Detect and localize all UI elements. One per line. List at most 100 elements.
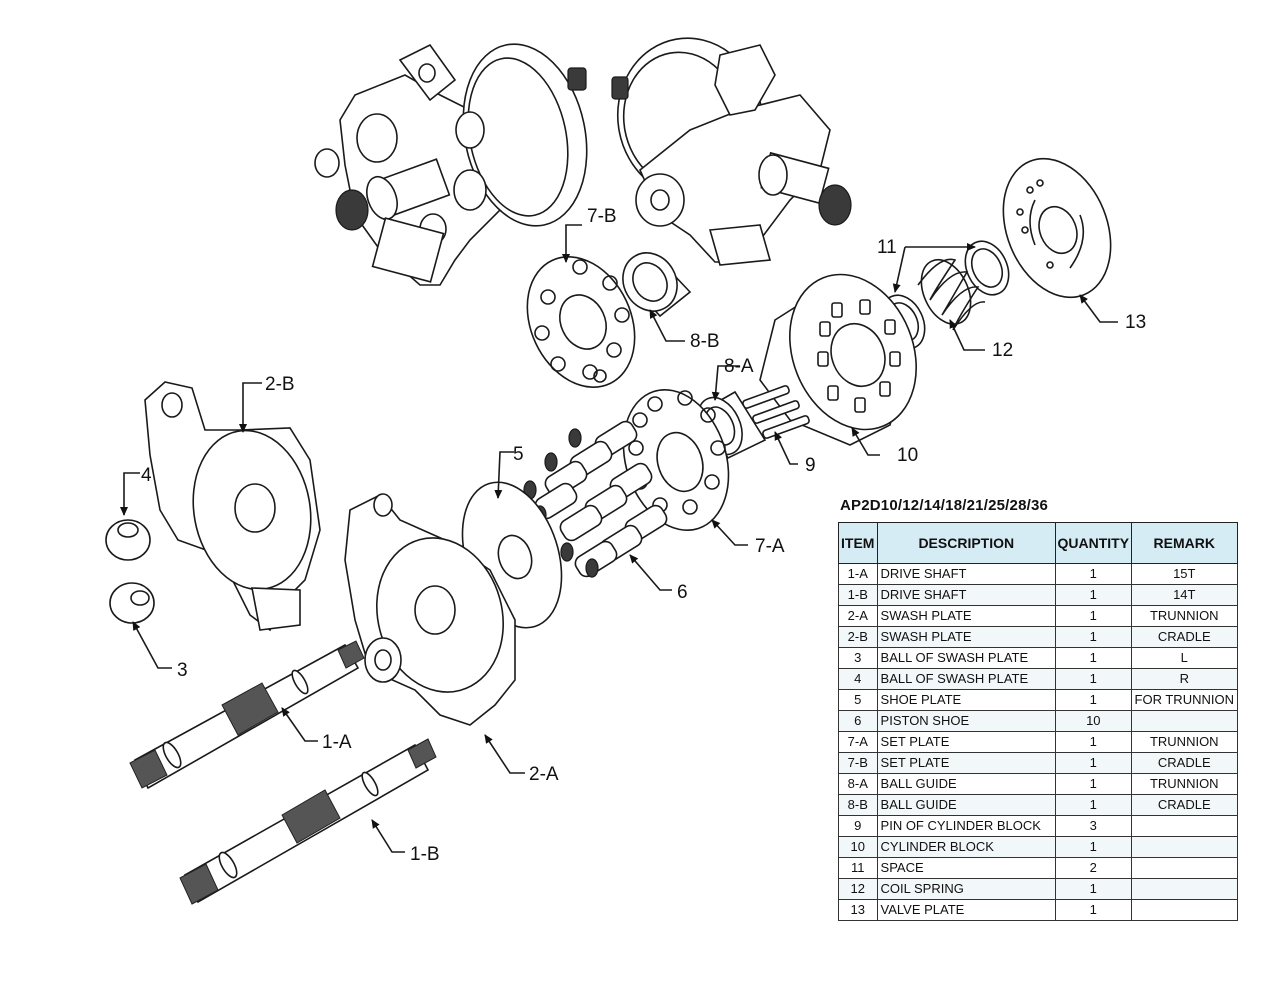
swash-plate-ball-l — [109, 582, 155, 624]
cell-remark — [1130, 815, 1239, 837]
cell-description: PIN OF CYLINDER BLOCK — [876, 815, 1057, 837]
callout-12: 12 — [992, 340, 1013, 361]
cell-remark — [1130, 857, 1239, 879]
cell-remark: TRUNNION — [1130, 731, 1239, 753]
cell-quantity: 1 — [1055, 773, 1132, 795]
cell-description: SPACE — [876, 857, 1057, 879]
drive-shaft-15t — [129, 640, 365, 790]
piston-shoes — [523, 420, 668, 578]
callout-6: 6 — [677, 582, 688, 603]
drive-shaft-14t — [179, 738, 437, 905]
parts-table-header-row: ITEM DESCRIPTION QUANTITY REMARK — [838, 522, 1239, 564]
swash-plate-ball-r — [105, 519, 151, 561]
cell-description: SWASH PLATE — [876, 626, 1057, 648]
cell-quantity: 1 — [1055, 878, 1132, 900]
cell-quantity: 1 — [1055, 668, 1132, 690]
callout-8a: 8-A — [724, 356, 754, 377]
cell-quantity: 1 — [1055, 647, 1132, 669]
cell-remark: CRADLE — [1130, 794, 1239, 816]
cell-remark: 15T — [1130, 563, 1239, 585]
assembled-pump-cradle — [314, 43, 588, 286]
callout-13: 13 — [1125, 312, 1146, 333]
callout-2b: 2-B — [265, 374, 295, 395]
callout-1b: 1-B — [410, 844, 440, 865]
cylinder-block — [759, 273, 917, 446]
cell-quantity: 1 — [1055, 731, 1132, 753]
spacer-upper — [964, 240, 1010, 296]
cell-item: 8-A — [838, 773, 878, 795]
cell-quantity: 1 — [1055, 794, 1132, 816]
cell-remark: CRADLE — [1130, 752, 1239, 774]
header-item: ITEM — [838, 522, 878, 564]
cell-item: 7-B — [838, 752, 878, 774]
callout-7b: 7-B — [587, 206, 617, 227]
cell-remark — [1130, 710, 1239, 732]
cell-item: 12 — [838, 878, 878, 900]
swash-plate-trunnion — [344, 493, 516, 726]
cell-item: 3 — [838, 647, 878, 669]
cell-description: SHOE PLATE — [876, 689, 1057, 711]
callout-11: 11 — [877, 237, 897, 258]
callout-3: 3 — [177, 660, 188, 681]
cell-quantity: 1 — [1055, 836, 1132, 858]
cell-remark: R — [1130, 668, 1239, 690]
cell-item: 9 — [838, 815, 878, 837]
cell-item: 4 — [838, 668, 878, 690]
cell-quantity: 1 — [1055, 563, 1132, 585]
cell-remark: TRUNNION — [1130, 773, 1239, 795]
cell-item: 2-A — [838, 605, 878, 627]
cell-quantity: 1 — [1055, 899, 1132, 921]
callout-9: 9 — [805, 455, 816, 476]
header-quantity: QUANTITY — [1055, 522, 1132, 564]
cell-description: DRIVE SHAFT — [876, 584, 1057, 606]
cell-quantity: 2 — [1055, 857, 1132, 879]
cell-item: 10 — [838, 836, 878, 858]
cell-item: 8-B — [838, 794, 878, 816]
callout-2a: 2-A — [529, 764, 559, 785]
parts-table-title: AP2D10/12/14/18/21/25/28/36 — [840, 497, 1049, 514]
cell-remark: TRUNNION — [1130, 605, 1239, 627]
cell-remark — [1130, 899, 1239, 921]
cell-item: 2-B — [838, 626, 878, 648]
cell-description: SET PLATE — [876, 752, 1057, 774]
cell-item: 6 — [838, 710, 878, 732]
cell-item: 5 — [838, 689, 878, 711]
set-plate-cradle — [526, 256, 636, 388]
cell-description: PISTON SHOE — [876, 710, 1057, 732]
cell-quantity: 1 — [1055, 605, 1132, 627]
cell-quantity: 3 — [1055, 815, 1132, 837]
leader-lines — [120, 224, 1118, 853]
cell-remark: FOR TRUNNION — [1130, 689, 1239, 711]
header-remark: REMARK — [1130, 522, 1239, 564]
cell-description: DRIVE SHAFT — [876, 563, 1057, 585]
cell-item: 1-B — [838, 584, 878, 606]
cell-description: BALL OF SWASH PLATE — [876, 668, 1057, 690]
swash-plate-cradle — [144, 381, 321, 632]
cell-description: BALL GUIDE — [876, 794, 1057, 816]
callout-7a: 7-A — [755, 536, 785, 557]
callout-4: 4 — [141, 465, 152, 486]
cell-item: 11 — [838, 857, 878, 879]
assembled-pump-trunnion — [611, 37, 852, 266]
cell-remark: CRADLE — [1130, 626, 1239, 648]
cell-remark — [1130, 836, 1239, 858]
cell-item: 13 — [838, 899, 878, 921]
cell-description: BALL OF SWASH PLATE — [876, 647, 1057, 669]
cell-remark: 14T — [1130, 584, 1239, 606]
ball-guide-cradle — [622, 252, 692, 318]
cell-description: SET PLATE — [876, 731, 1057, 753]
